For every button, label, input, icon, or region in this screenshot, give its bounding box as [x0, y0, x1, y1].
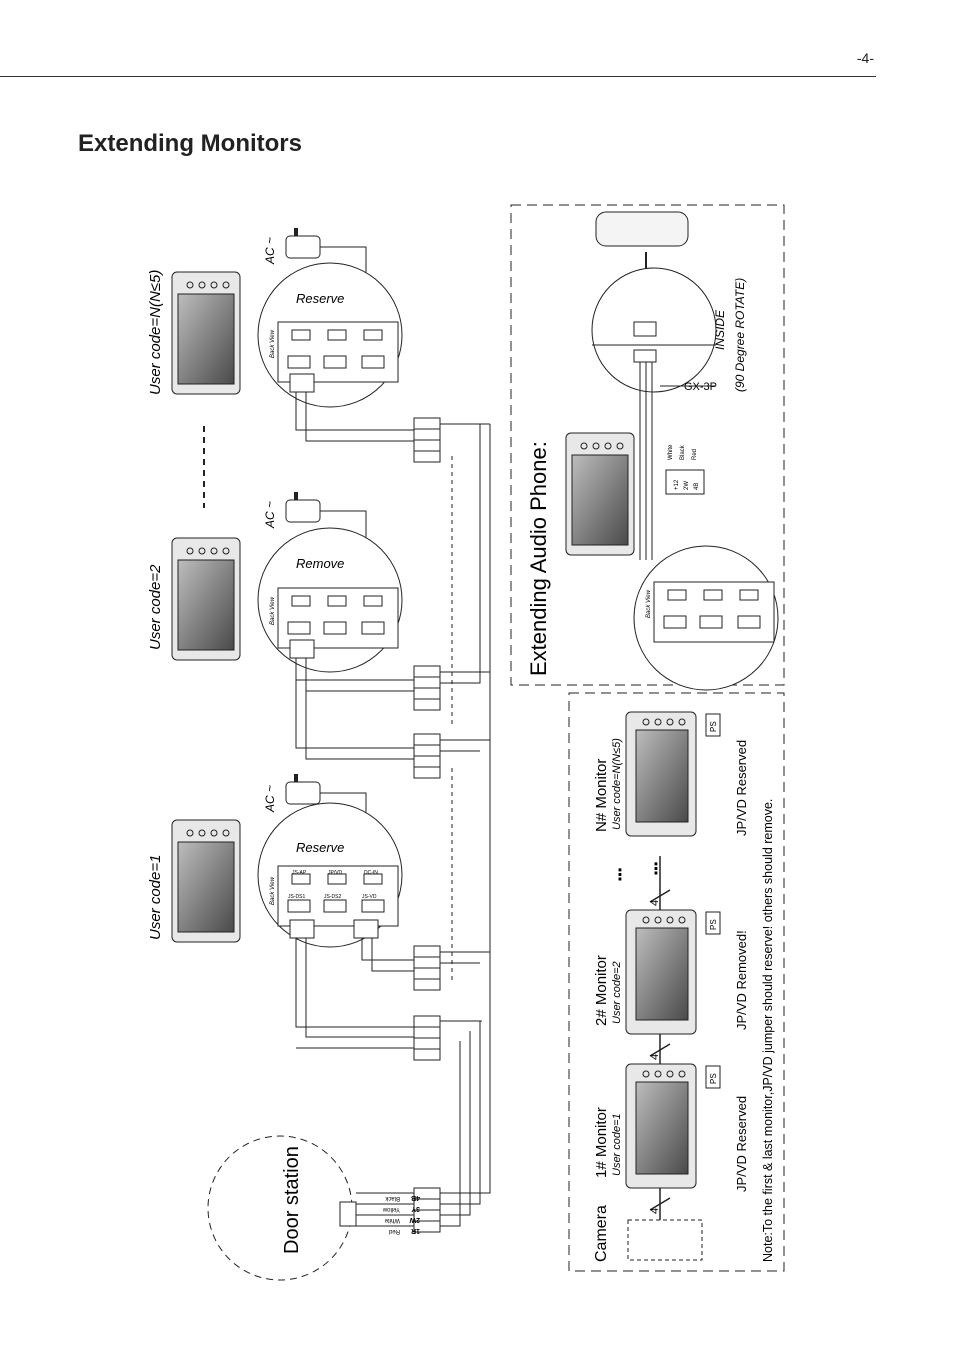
svg-text:Red: Red — [692, 449, 698, 460]
summary-monitor-1-name: 1# Monitor — [593, 1107, 610, 1178]
jumper-label-1: Reserve — [296, 840, 344, 855]
connector-dc-in: DC-IN — [364, 870, 378, 876]
terminal-block-m1-out — [413, 945, 441, 991]
svg-text:+12: +12 — [674, 479, 680, 490]
svg-text:2W: 2W — [684, 481, 690, 490]
back-view-label-1: Back View — [270, 876, 276, 905]
back-view-label-2: Back View — [270, 596, 276, 625]
svg-text:2W: 2W — [409, 1216, 420, 1223]
summary-monitor-2-name: 2# Monitor — [593, 955, 610, 1026]
audio-phone-box — [510, 204, 785, 686]
svg-text:PS: PS — [709, 919, 718, 930]
connector-js-ds2: JS-DS2 — [324, 894, 341, 900]
ac-adapter-2 — [285, 491, 321, 523]
terminal-block-mn — [413, 417, 441, 463]
connector-js-ds1: JS-DS1 — [288, 894, 305, 900]
door-wire-colors: Red White Yellow Black — [382, 1195, 400, 1234]
svg-text:White: White — [668, 444, 674, 460]
user-code-label-2: User code=2 — [147, 564, 164, 650]
svg-text:4B: 4B — [411, 1194, 420, 1201]
terminal-block-m2-in — [413, 733, 441, 779]
door-station-label: Door station — [281, 1146, 303, 1254]
cable-count-2: 4 — [649, 1054, 661, 1060]
top-rule — [0, 76, 876, 77]
svg-text:PS: PS — [709, 1073, 718, 1084]
summary-monitor-n-code: User code=N(N≤5) — [611, 738, 623, 830]
svg-text:Black: Black — [384, 1195, 400, 1201]
bus-wires — [295, 392, 491, 1227]
summary-monitor-2 — [625, 909, 697, 1035]
cable-count-1: 4 — [649, 1208, 661, 1214]
summary-box — [568, 692, 785, 1272]
door-station-circle — [207, 1135, 353, 1281]
ps-labels: PS PS PS — [705, 713, 721, 1089]
camera-box — [627, 1219, 703, 1261]
summary-monitor-2-code: User code=2 — [611, 961, 623, 1024]
page-number: -4- — [856, 50, 874, 66]
ac-adapter-n — [285, 227, 321, 259]
svg-text:PS: PS — [709, 721, 718, 732]
monitor-n — [171, 271, 241, 395]
connector-js-vd: JS-VD — [362, 894, 377, 900]
svg-text:Red: Red — [389, 1228, 400, 1234]
back-panel-n — [277, 321, 399, 383]
summary-cables — [649, 856, 671, 1220]
inside-label: INSIDE — [713, 309, 727, 350]
svg-text:3Y: 3Y — [411, 1205, 420, 1212]
terminal-block-m1-in — [413, 1015, 441, 1061]
ac-adapter-1 — [285, 773, 321, 805]
rotate-label: (90 Degree ROTATE) — [733, 278, 747, 392]
monitor-1 — [171, 819, 241, 943]
door-station-plug — [339, 1201, 357, 1227]
connector-jp-vd: JP/VD — [328, 870, 343, 876]
ac-label-n: AC ~ — [263, 237, 277, 265]
page-title: Extending Monitors — [78, 130, 302, 157]
summary-monitor-2-jumper: JP/VD Removed! — [734, 930, 749, 1030]
summary-note: Note:To the first & last monitor,JP/VD j… — [761, 799, 775, 1262]
terminal-block-m2-out — [413, 665, 441, 711]
audio-wire-colors: White Black Red +12 2W 4B — [668, 444, 700, 490]
summary-monitor-1 — [625, 1063, 697, 1189]
cable-label: GX-3P — [684, 381, 717, 393]
jumper-label-2: Remove — [296, 556, 344, 571]
summary-monitor-1-code: User code=1 — [611, 1113, 623, 1176]
ac-label-1: AC ~ — [263, 785, 277, 813]
monitor-2 — [171, 537, 241, 661]
svg-text:4B: 4B — [694, 483, 700, 490]
cable-count-3: 4 — [649, 900, 661, 906]
user-code-label-1: User code=1 — [147, 855, 164, 940]
terminal-labels: 4B 3Y 2W 1R — [409, 1194, 420, 1234]
ac-label-2: AC ~ — [263, 501, 277, 529]
summary-monitor-n-jumper: JP/VD Reserved — [734, 740, 749, 836]
audio-monitor — [565, 432, 635, 556]
user-code-label-n: User code=N(N≤5) — [147, 270, 164, 395]
camera-label: Camera — [593, 1205, 610, 1262]
back-panel-2 — [277, 587, 399, 649]
monitor-ellipsis-1: ⋮ — [612, 867, 628, 884]
audio-back-panel — [653, 581, 775, 643]
jumper-label-n: Reserve — [296, 291, 344, 306]
svg-text:Black: Black — [680, 444, 686, 460]
back-view-label-n: Back View — [270, 329, 276, 358]
monitor-ellipsis-2: ⋮ — [648, 861, 664, 878]
svg-text:1R: 1R — [411, 1227, 420, 1234]
summary-monitor-1-jumper: JP/VD Reserved — [734, 1096, 749, 1192]
svg-text:Yellow: Yellow — [382, 1206, 400, 1212]
audio-phone-title: Extending Audio Phone: — [526, 441, 551, 676]
audio-handset — [595, 211, 689, 247]
svg-text:White: White — [384, 1217, 400, 1223]
summary-monitor-n-name: N# Monitor — [593, 759, 610, 832]
connector-js-ap: JS-AP — [292, 870, 307, 876]
audio-back-view-label: Back View — [646, 589, 652, 618]
summary-monitor-n — [625, 711, 697, 837]
